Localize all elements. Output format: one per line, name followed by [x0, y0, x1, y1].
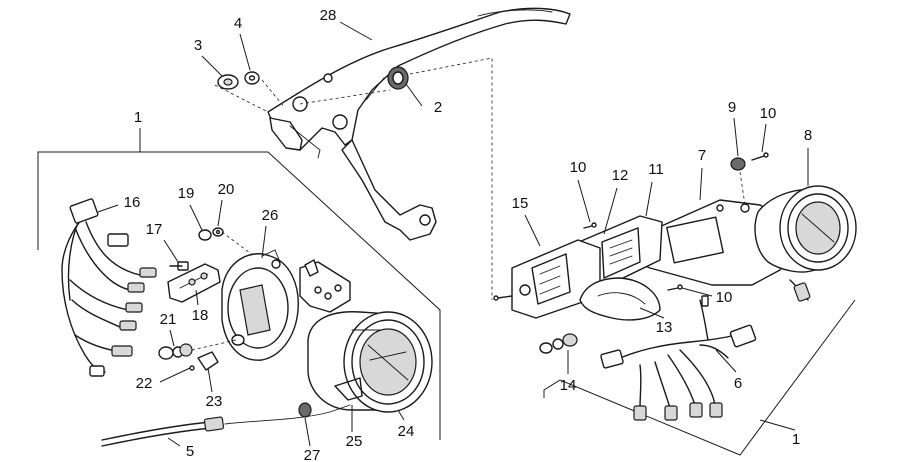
- callout-27: 27: [304, 447, 321, 462]
- callout-7: 7: [698, 147, 706, 164]
- callout-24: 24: [398, 423, 415, 440]
- callout-18: 18: [192, 307, 209, 324]
- screw-part: [667, 284, 683, 291]
- screw-part: [751, 152, 769, 161]
- screw-part: [583, 222, 597, 229]
- callout-25: 25: [346, 433, 363, 450]
- callout-26: 26: [262, 207, 279, 224]
- wiring-harness-part: [600, 295, 757, 421]
- mounting-bracket-part: [267, 7, 571, 241]
- wiring-harness-part: [61, 198, 157, 377]
- leader-lines: [97, 21, 809, 447]
- callout-21: 21: [160, 311, 177, 328]
- callout-10-mid: 10: [570, 159, 587, 176]
- callout-17: 17: [146, 221, 163, 238]
- indicator-block-part: [493, 239, 601, 319]
- callout-4: 4: [234, 15, 242, 32]
- callout-13: 13: [656, 319, 673, 336]
- callout-22: 22: [136, 375, 153, 392]
- callout-28: 28: [320, 7, 337, 24]
- callout-14: 14: [560, 377, 577, 394]
- nut-part: [539, 333, 578, 354]
- callout-2: 2: [434, 99, 442, 116]
- callout-3: 3: [194, 37, 202, 54]
- callout-9: 9: [728, 99, 736, 116]
- callout-20: 20: [218, 181, 235, 198]
- callout-6: 6: [734, 375, 742, 392]
- nut-part: [730, 157, 746, 171]
- callout-10-low: 10: [716, 289, 733, 306]
- warning-light-block-part: [167, 261, 221, 303]
- callout-1-right: 1: [792, 431, 800, 448]
- rev-counter-part: [754, 185, 857, 302]
- instrument-housing-part: [221, 249, 299, 361]
- screw-part: [198, 229, 212, 241]
- nut-part: [158, 343, 193, 360]
- callout-12: 12: [612, 167, 629, 184]
- right-assembly-bracket: [543, 299, 856, 456]
- nut-part: [298, 402, 312, 418]
- washer-part: [244, 71, 260, 85]
- lower-bracket-part: [579, 277, 661, 321]
- callout-11: 11: [648, 161, 664, 178]
- gauge-mount-part: [299, 259, 351, 313]
- callout-19: 19: [178, 185, 195, 202]
- cable-fitting-part: [189, 351, 219, 371]
- dashboard-panel-part: [629, 199, 796, 286]
- callout-16: 16: [124, 194, 141, 211]
- callout-1-left: 1: [134, 109, 142, 126]
- callout-10-top: 10: [760, 105, 777, 122]
- callout-8: 8: [804, 127, 812, 144]
- speedometer-part: [307, 311, 433, 413]
- grommet-part: [387, 66, 409, 90]
- callout-15: 15: [512, 195, 529, 212]
- callout-labels: 28 3 4 2 1 16 19 20 17 26 18 21 22 23 5 …: [124, 7, 813, 462]
- callout-23: 23: [206, 393, 223, 410]
- callout-5: 5: [186, 443, 194, 460]
- speedometer-cable-part: [101, 404, 351, 447]
- washer-part: [212, 227, 224, 237]
- nut-part: [217, 74, 239, 90]
- left-assembly-bracket: [37, 151, 441, 440]
